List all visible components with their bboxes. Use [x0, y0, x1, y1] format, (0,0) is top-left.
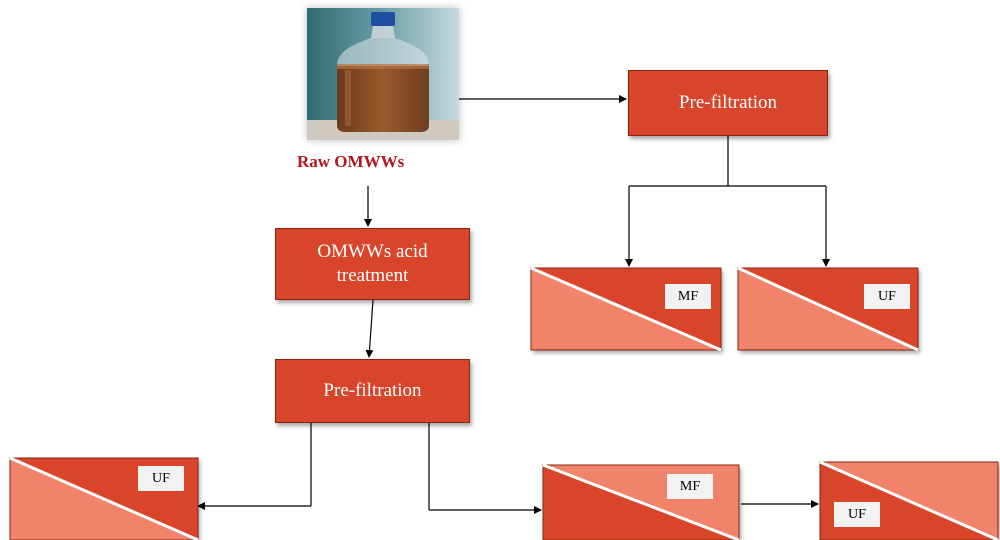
arrow-prefiltration-to-mf — [428, 423, 542, 514]
acid-treatment-box: OMWWs acid treatment — [275, 228, 470, 300]
arrow-acid-to-prefiltration — [365, 299, 374, 358]
membrane-module-top-mf: MF — [530, 266, 722, 352]
prefiltration-top-label: Pre-filtration — [678, 92, 778, 114]
membrane-label-bottom-mf: MF — [667, 474, 713, 499]
membrane-label-bottom-uf-right: UF — [834, 502, 880, 527]
top-split-connector — [625, 136, 830, 267]
membrane-label-top-mf: MF — [665, 284, 711, 309]
arrow-prefiltration-to-uf-left — [197, 423, 312, 510]
acid-treatment-label: OMWWs acid treatment — [317, 241, 428, 286]
membrane-module-top-uf: UF — [737, 266, 919, 352]
membrane-module-bottom-uf-left: UF — [9, 456, 199, 540]
raw-omww-bottle-photo — [307, 8, 459, 140]
prefiltration-box-top: Pre-filtration — [628, 70, 828, 136]
prefiltration-bottom-label: Pre-filtration — [323, 380, 422, 402]
membrane-label-top-uf: UF — [864, 284, 910, 309]
membrane-module-bottom-uf-right: UF — [819, 460, 999, 540]
membrane-module-bottom-mf: MF — [542, 463, 740, 540]
prefiltration-box-bottom: Pre-filtration — [275, 359, 470, 423]
membrane-label-bottom-uf-left: UF — [138, 466, 184, 491]
raw-omwws-label: Raw OMWWs — [297, 152, 405, 171]
